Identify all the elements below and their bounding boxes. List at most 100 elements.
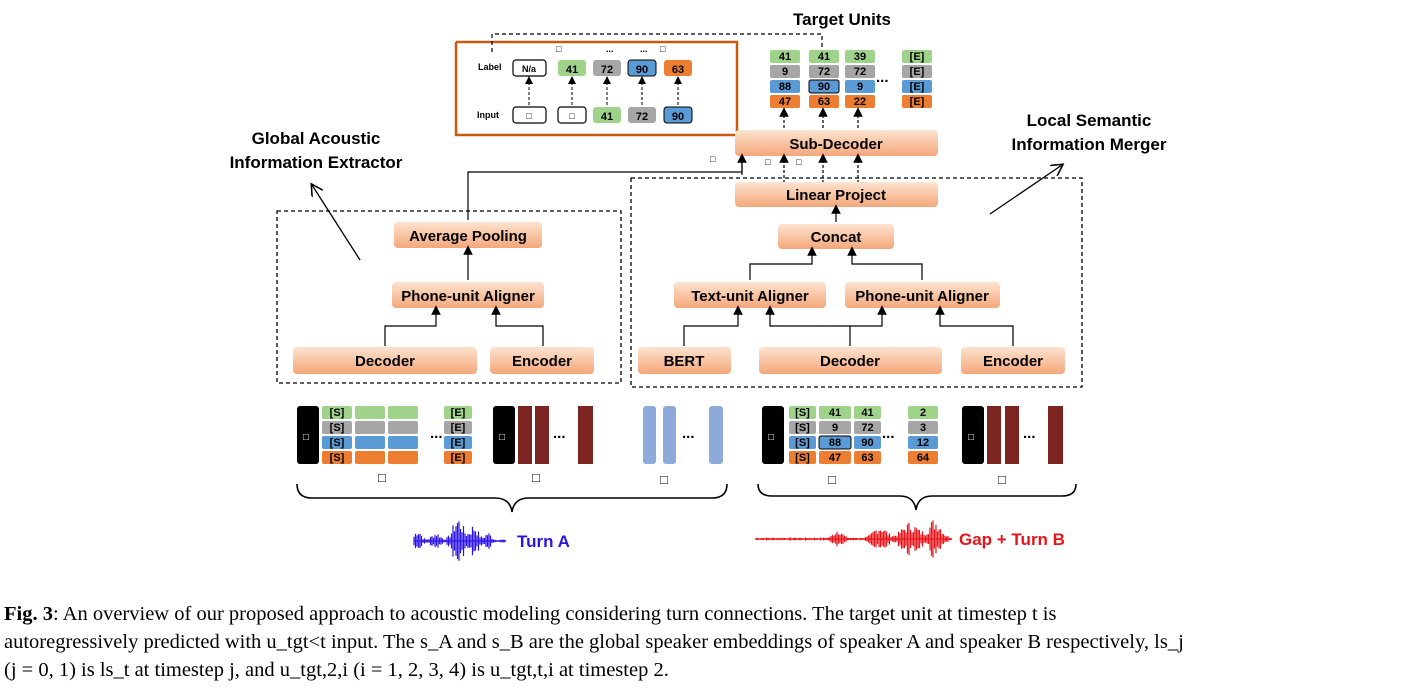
target-units-grid: 4198847417290633972922[E][E][E][E]... <box>770 50 932 108</box>
left-phone-aligner-box <box>392 282 544 308</box>
right-phone-aligner-box <box>845 282 1000 308</box>
turn-a-start-cell <box>322 451 352 464</box>
turn-a-waveform <box>413 521 507 561</box>
turn-a-brace <box>296 483 728 513</box>
turn-a-cell <box>388 406 418 419</box>
linear-project-label: Linear Project <box>786 187 886 204</box>
bert-box <box>638 347 731 374</box>
target-unit-cell-label: [E] <box>910 81 925 93</box>
svg-text:...: ... <box>430 425 443 442</box>
target-unit-cell-label: 90 <box>818 81 830 93</box>
svg-text:...: ... <box>640 44 648 54</box>
inset-arrows <box>525 76 682 105</box>
concat-label: Concat <box>811 229 862 246</box>
turn-b-cell <box>819 451 851 464</box>
turn-b-cell-label: 9 <box>832 422 838 434</box>
turn-a-cell <box>388 451 418 464</box>
turn-b-cell <box>854 421 881 434</box>
svg-text:□: □ <box>710 154 716 164</box>
svg-text:□: □ <box>378 470 386 485</box>
svg-text:□: □ <box>828 472 836 487</box>
average-pooling-label: Average Pooling <box>409 228 527 245</box>
target-unit-cell-label: [E] <box>910 66 925 78</box>
global-extractor-region <box>276 210 622 384</box>
turn-a-start-cell <box>322 406 352 419</box>
inset-label-row: N/a 41 72 90 63 □ ... ... □ <box>512 44 692 77</box>
turn-b-cell <box>854 451 881 464</box>
svg-text:...: ... <box>553 425 566 442</box>
turn-b-start-cell <box>789 421 816 434</box>
turn-a-start-cell <box>322 421 352 434</box>
turn-b-end-cell-label: 12 <box>917 437 929 449</box>
target-unit-cell-label: 9 <box>782 66 788 78</box>
target-unit-cell <box>845 50 875 63</box>
svg-text:41: 41 <box>566 64 578 76</box>
turn-b-cell <box>854 436 881 449</box>
turn-b-end-cell-label: 2 <box>920 407 926 419</box>
turn-a-end-cell <box>444 451 472 464</box>
left-decoder-box <box>293 347 477 374</box>
svg-text:...: ... <box>882 425 895 442</box>
target-unit-cell-label: 63 <box>818 96 830 108</box>
target-unit-cell <box>809 95 839 108</box>
target-unit-cell-label: 88 <box>779 81 791 93</box>
svg-text:□: □ <box>660 44 666 54</box>
svg-text:41: 41 <box>601 111 613 123</box>
global-extractor-line2: Information Extractor <box>230 153 403 172</box>
target-unit-cell-label: 72 <box>854 66 866 78</box>
turn-a-end-cell <box>444 436 472 449</box>
turn-b-start-cell-label: [S] <box>795 452 810 464</box>
turn-b-end-cell-label: 3 <box>920 422 926 434</box>
target-unit-cell-label: [E] <box>910 51 925 63</box>
target-unit-cell-label: 22 <box>854 96 866 108</box>
target-unit-cell <box>770 50 800 63</box>
turn-b-start-cell <box>789 451 816 464</box>
svg-text:...: ... <box>1023 425 1036 442</box>
turn-a-cell <box>388 436 418 449</box>
target-unit-cell <box>902 80 932 93</box>
svg-text:□: □ <box>499 432 505 443</box>
inset-frame <box>454 40 792 140</box>
turn-b-end-cell-label: 64 <box>917 452 930 464</box>
right-encoder-label: Encoder <box>983 353 1043 370</box>
turn-a-start-cell-label: [S] <box>330 422 345 434</box>
svg-text:□: □ <box>303 432 309 443</box>
target-unit-cell <box>845 65 875 78</box>
input-row-label: Input <box>477 110 499 120</box>
figure-caption: Fig. 3: An overview of our proposed appr… <box>4 600 1402 684</box>
left-decoder-label: Decoder <box>355 353 415 370</box>
svg-text:□: □ <box>796 157 802 167</box>
turn-a-start-cell-label: [S] <box>330 452 345 464</box>
turn-b-start-cell-label: [S] <box>795 437 810 449</box>
right-decoder-box <box>759 347 942 374</box>
turn-b-end-cell <box>908 421 938 434</box>
svg-text:63: 63 <box>672 64 684 76</box>
sub-decoder-box <box>735 130 938 156</box>
turn-b-cell <box>819 406 851 419</box>
turn-b-end-cell <box>908 451 938 464</box>
turn-a-inputs: □ [S][S][S][S][E][E][E][E] ... □ ... ...… <box>297 406 723 487</box>
turn-a-start-cell-label: [S] <box>330 437 345 449</box>
target-unit-cell-label: 41 <box>818 51 830 63</box>
turn-a-end-cell <box>444 421 472 434</box>
label-row-label: Label <box>478 62 502 72</box>
target-unit-cell-label: 72 <box>818 66 830 78</box>
svg-text:□: □ <box>556 44 562 54</box>
svg-text:□: □ <box>526 111 532 121</box>
bert-label: BERT <box>664 353 705 370</box>
svg-text:...: ... <box>682 425 695 442</box>
turn-b-start-cell <box>789 406 816 419</box>
concat-box <box>778 224 894 249</box>
turn-a-start-cell-label: [S] <box>330 407 345 419</box>
local-merger-line1: Local Semantic <box>1027 111 1152 130</box>
svg-text:90: 90 <box>672 111 684 123</box>
turn-a-end-cell-label: [E] <box>451 452 466 464</box>
caption-line1: : An overview of our proposed approach t… <box>52 603 1057 625</box>
target-unit-cell-label: [E] <box>910 96 925 108</box>
turn-a-end-cell-label: [E] <box>451 407 466 419</box>
turn-b-start-cell-label: [S] <box>795 422 810 434</box>
turn-b-cell <box>819 421 851 434</box>
turn-b-cell-label: 41 <box>861 407 873 419</box>
right-encoder-box <box>961 347 1065 374</box>
turn-a-start-cell <box>322 436 352 449</box>
